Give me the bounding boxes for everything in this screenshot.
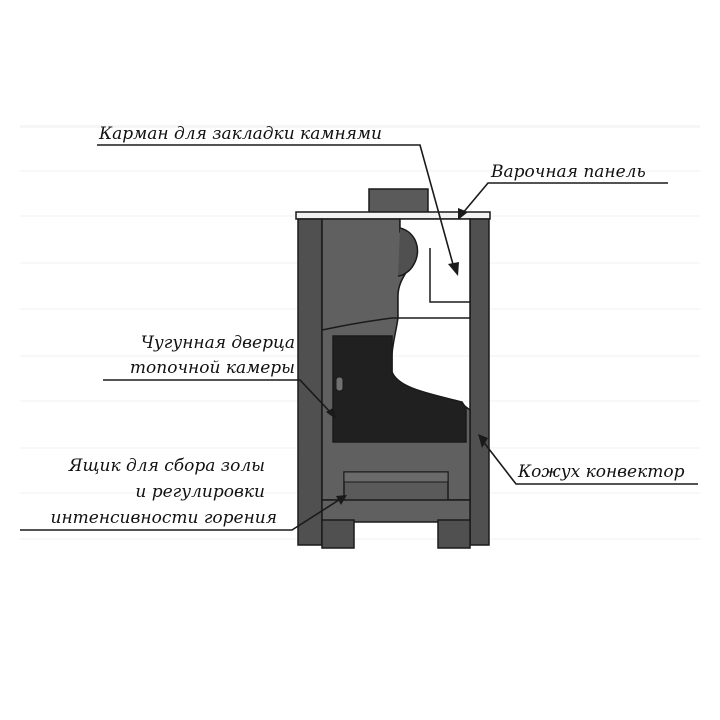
label-door-line2: топочной камеры	[130, 358, 295, 378]
label-ash-line1: Ящик для сбора золы	[68, 456, 265, 476]
label-ash-line2: и регулировки	[135, 482, 265, 502]
label-stone-pocket: Карман для закладки камнями	[98, 124, 382, 144]
flue-pipe	[368, 188, 429, 216]
leader-door	[103, 379, 333, 415]
ash-drawer-front	[343, 471, 449, 483]
leader-cooking-panel	[461, 182, 668, 215]
stone-pocket-inner	[429, 248, 470, 303]
arrow-cooking-panel	[458, 208, 468, 220]
firebox-chamber	[332, 335, 467, 443]
flue-opening	[397, 227, 419, 277]
arrow-casing	[478, 434, 488, 448]
arrow-door	[326, 408, 337, 420]
cast-iron-door	[321, 317, 398, 331]
leg-right	[437, 519, 471, 549]
casing-right-wall	[469, 218, 490, 546]
label-door-line1: Чугунная дверца	[141, 333, 295, 353]
leg-left	[321, 519, 355, 549]
stove-base	[321, 499, 471, 523]
label-ash-line3: интенсивности горения	[51, 508, 278, 528]
leader-ash-drawer	[20, 497, 343, 531]
label-convector-casing: Кожух конвектор	[517, 462, 685, 482]
door-handle	[335, 376, 344, 392]
arrow-ash-drawer	[336, 495, 347, 505]
leader-casing	[481, 439, 698, 485]
arrow-stone-pocket	[448, 262, 459, 276]
label-cooking-panel: Варочная панель	[490, 162, 646, 182]
leader-stone-pocket	[97, 144, 455, 269]
